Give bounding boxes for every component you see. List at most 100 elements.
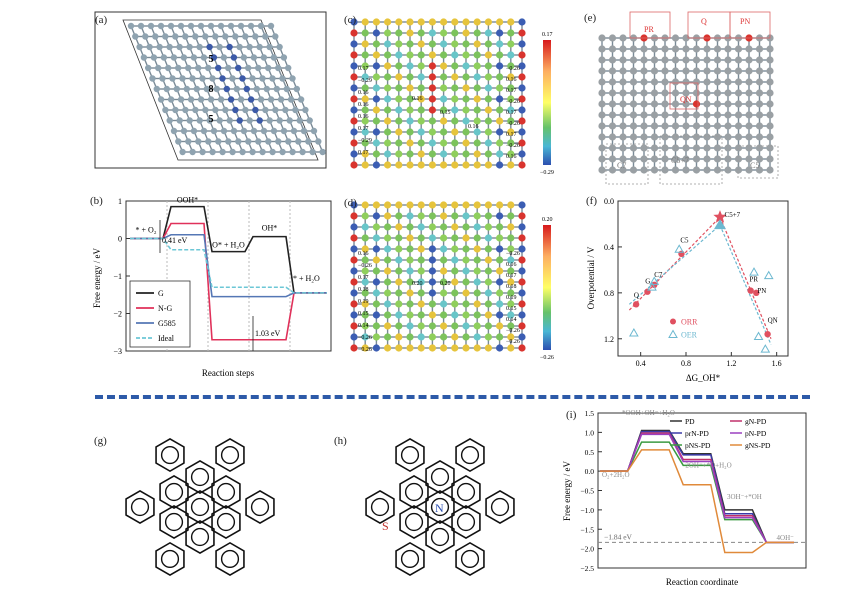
atom: [619, 45, 627, 53]
atom: [703, 89, 711, 97]
atom: [734, 111, 743, 119]
atom: [507, 256, 515, 264]
atom: [484, 62, 492, 70]
atom: [247, 96, 255, 103]
charge-value-right: −0.26: [506, 328, 520, 334]
atom: [619, 56, 627, 64]
step-label: * + H₂O: [293, 274, 320, 283]
atom: [451, 150, 459, 158]
hexagon-ring: [155, 438, 185, 473]
atom: [484, 73, 492, 81]
atom: [285, 138, 292, 145]
atom: [395, 51, 403, 59]
aromatic-circle: [430, 467, 450, 487]
atom: [766, 111, 774, 119]
atom: [428, 40, 436, 48]
atom: [682, 56, 690, 64]
atom: [417, 51, 425, 59]
atom: [279, 148, 286, 156]
atom: [484, 278, 492, 286]
atom: [169, 75, 176, 82]
atom: [384, 62, 392, 70]
atom: [260, 54, 268, 61]
atom: [361, 322, 369, 330]
series-pns-pd: [600, 441, 794, 544]
atom: [176, 117, 183, 124]
atom: [462, 95, 470, 103]
atom: [315, 138, 322, 145]
atom: [406, 128, 414, 136]
atom: [417, 150, 425, 158]
charge-value-right: −0.26: [506, 99, 520, 105]
atom: [734, 78, 743, 86]
y-tick-label: −2.0: [580, 545, 594, 554]
atom: [361, 344, 369, 352]
aromatic-circle: [460, 549, 480, 569]
atom: [608, 144, 617, 152]
atom: [245, 138, 252, 145]
atom: [451, 234, 459, 242]
atom: [384, 344, 392, 352]
atom: [451, 139, 459, 147]
atom: [440, 128, 448, 136]
atom: [484, 117, 492, 125]
atom: [296, 117, 303, 124]
atom: [417, 95, 425, 103]
atom: [629, 100, 638, 108]
atom: [766, 78, 774, 86]
atom: [703, 122, 711, 130]
atom: [473, 18, 481, 26]
atom: [766, 133, 774, 141]
atom: [210, 54, 218, 61]
point-label: G: [645, 278, 650, 286]
atom: [640, 56, 648, 64]
atom: [193, 85, 200, 93]
atom: [428, 212, 436, 220]
atom: [451, 95, 459, 103]
atom: [734, 155, 743, 163]
atom: [147, 22, 155, 30]
atom: [640, 67, 648, 75]
atom: [484, 212, 492, 220]
atom: [428, 234, 436, 242]
atom: [462, 51, 470, 59]
atom: [372, 18, 380, 26]
aromatic-circle: [370, 497, 390, 517]
atom: [755, 56, 764, 64]
atom: [724, 166, 732, 174]
atom: [384, 95, 392, 103]
atom: [608, 45, 617, 53]
hexagon-ring: [395, 541, 425, 576]
atom: [608, 111, 617, 119]
atom: [395, 201, 403, 209]
atom: [206, 43, 213, 51]
atom: [462, 150, 470, 158]
oer-point: [749, 267, 759, 276]
atom: [507, 18, 515, 26]
atom: [280, 54, 288, 61]
atom: [650, 133, 659, 141]
atom: [713, 166, 722, 174]
atom: [384, 128, 392, 136]
atom: [496, 234, 504, 242]
atom: [406, 289, 414, 297]
atom: [417, 333, 425, 341]
atom: [650, 111, 659, 119]
atom: [451, 333, 459, 341]
panel-d-charge-map: 0.20 −0.26 0.16−0.260.170.180.190.150.14…: [350, 201, 554, 361]
atom: [417, 289, 425, 297]
atom: [473, 333, 481, 341]
atom: [253, 85, 260, 93]
atom: [428, 289, 436, 297]
legend-entry: Ideal: [158, 334, 175, 343]
y-tick-label: 0.5: [585, 448, 595, 457]
atom: [724, 155, 732, 163]
atom: [428, 117, 436, 125]
charge-value-left: 0.14: [358, 323, 369, 329]
atom: [209, 75, 216, 82]
atom: [650, 144, 659, 152]
atom: [440, 300, 448, 308]
atom: [428, 267, 436, 275]
atom: [417, 267, 425, 275]
atom: [484, 234, 492, 242]
